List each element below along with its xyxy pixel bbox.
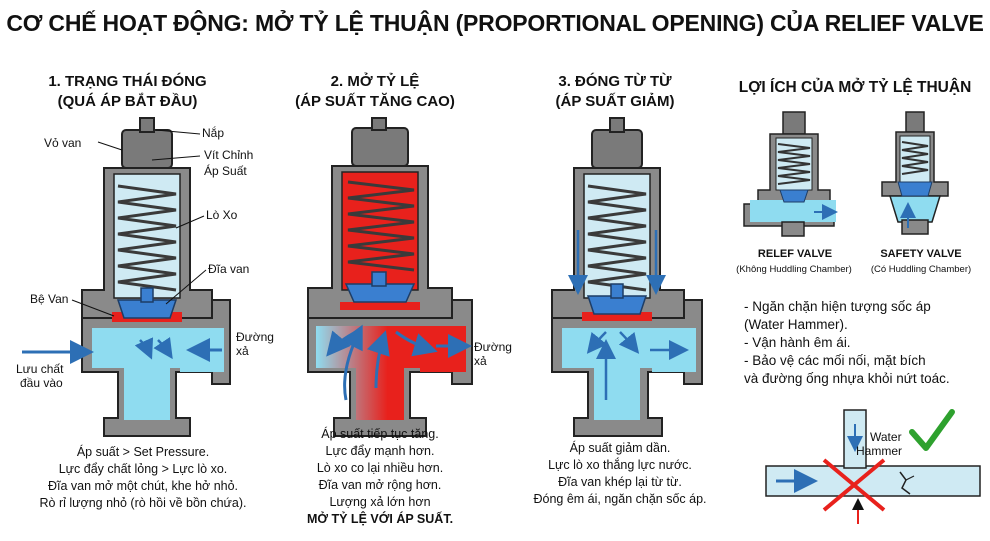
stage2-caption-line: Đĩa van mở rộng hơn. [318, 478, 442, 492]
stage1-subtitle: (QUÁ ÁP BẮT ĐẦU) [57, 93, 198, 110]
benefit-item: - Vận hành êm ái. [744, 335, 851, 350]
stage2-caption-line: Lò xo co lại nhiều hơn. [316, 461, 444, 475]
label-outlet1: Đường [236, 330, 274, 344]
stage3-title: 3. ĐÓNG TỪ TỪ (ÁP SUẤT GIẢM) [510, 72, 720, 112]
label-body: Vỏ van [44, 136, 82, 150]
stage1-caption-line: Rò rỉ lượng nhỏ (rò hồi về bồn chứa). [39, 496, 247, 510]
stage1-caption-line: Áp suất > Set Pressure. [76, 445, 210, 459]
label-seat: Bệ Van [30, 292, 69, 306]
label-inlet2: đầu vào [20, 376, 63, 390]
benefit-item: - Ngăn chặn hiện tượng sốc áp [744, 299, 931, 314]
stage2-title: 2. MỞ TỶ LỆ (ÁP SUẤT TĂNG CAO) [270, 72, 480, 112]
safety-valve-sub: (Có Huddling Chamber) [870, 264, 972, 275]
benefit-item: - Bảo vệ các mối nối, mặt bích [744, 353, 926, 368]
page-title: CƠ CHẾ HOẠT ĐỘNG: MỞ TỶ LỆ THUẬN (PROPOR… [6, 10, 984, 36]
stage1-caption-line: Đĩa van mở một chút, khe hở nhỏ. [47, 479, 239, 493]
label-screw2: Áp Suất [204, 164, 247, 178]
stage2-caption-line: Lượng xả lớn hơn [329, 495, 431, 509]
valve-stage2 [307, 117, 473, 437]
label-s2-outlet1: Đường [474, 340, 512, 354]
label-s2-outlet2: xả [474, 354, 487, 368]
relief-valve-name: RELEF VALVE [757, 248, 833, 260]
stage3-caption-line: Đĩa van khép lại từ từ. [558, 475, 682, 489]
stage2-caption-bold: MỞ TỶ LỆ VỚI ÁP SUẤT. [306, 512, 454, 526]
stage1-caption-line: Lực đẩy chất lỏng > Lực lò xo. [58, 462, 228, 476]
relief-valve-illustration [743, 111, 838, 237]
safety-valve-illustration [881, 111, 949, 235]
water-hammer-illustration [765, 409, 981, 524]
benefits-list: - Ngăn chặn hiện tượng sốc áp (Water Ham… [744, 298, 984, 388]
label-disc: Đĩa van [208, 262, 250, 276]
stage2-caption-line: Lực đẩy mạnh hơn. [325, 444, 435, 458]
benefit-item: (Water Hammer). [744, 317, 848, 332]
valve-stage1 [22, 117, 231, 437]
stage3-caption: Áp suất giảm dần. Lực lò xo thắng lực nư… [510, 440, 730, 508]
stage2-caption-line: Áp suất tiếp tục tăng. [321, 427, 439, 441]
checkmark-icon [909, 409, 955, 451]
stage3-caption-line: Áp suất giảm dần. [569, 441, 671, 455]
water-hammer-label-1: Water [870, 430, 902, 444]
label-outlet2: xả [236, 344, 249, 358]
stage1-title-text: 1. TRẠNG THÁI ĐÓNG [48, 73, 207, 90]
safety-valve-name: SAFETY VALVE [880, 248, 962, 260]
water-hammer-label-2: Hammer [856, 444, 903, 458]
relief-valve-sub: (Không Huddling Chamber) [736, 264, 852, 275]
stage2-caption: Áp suất tiếp tục tăng. Lực đẩy mạnh hơn.… [270, 426, 490, 528]
stage2-subtitle: (ÁP SUẤT TĂNG CAO) [295, 93, 455, 110]
label-cap: Nắp [202, 126, 225, 140]
stage1-caption: Áp suất > Set Pressure. Lực đẩy chất lỏn… [18, 444, 268, 512]
valve-stage3 [551, 117, 703, 437]
stage3-caption-line: Đóng êm ái, ngăn chặn sốc áp. [533, 492, 707, 506]
label-inlet1: Lưu chất [16, 362, 64, 376]
stage3-subtitle: (ÁP SUẤT GIẢM) [555, 93, 675, 110]
stage2-title-text: 2. MỞ TỶ LỆ [330, 73, 420, 90]
label-spring: Lò Xo [206, 208, 238, 222]
benefit-item: và đường ống nhựa khỏi nứt toác. [744, 371, 950, 386]
label-screw1: Vít Chỉnh [204, 148, 254, 162]
stage1-title: 1. TRẠNG THÁI ĐÓNG (QUÁ ÁP BẮT ĐẦU) [20, 72, 235, 112]
benefits-title: LỢI ÍCH CỦA MỞ TỶ LỆ THUẬN [738, 79, 972, 96]
stage3-caption-line: Lực lò xo thắng lực nước. [548, 458, 692, 472]
stage3-title-text: 3. ĐÓNG TỪ TỪ [558, 73, 672, 90]
